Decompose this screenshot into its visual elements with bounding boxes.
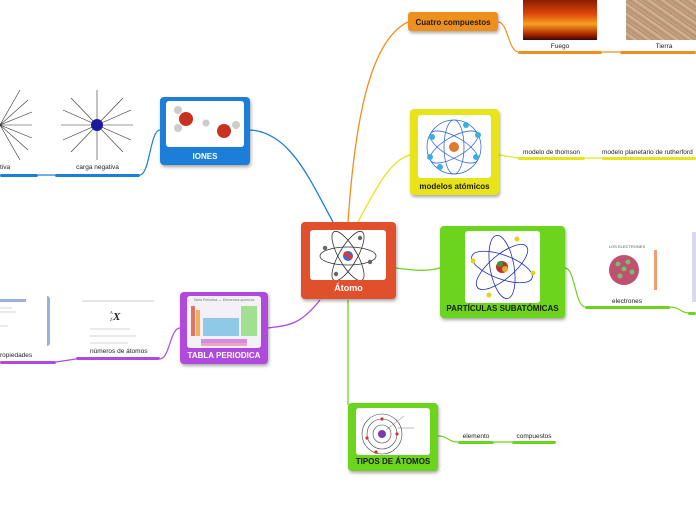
subtopic-propiedades[interactable]: ropiedades [0,352,33,359]
electrons-image-caption: LOS ELECTRONES [608,244,646,249]
subtopic-underline [0,174,38,177]
subtopic-underline [602,157,696,160]
topic-tabla-periodica[interactable]: Tabla Periódica — Elementos químicos TAB… [180,292,268,364]
svg-text:Z: Z [110,317,113,322]
periodic-table-image: Tabla Periódica — Elementos químicos [187,296,261,348]
atomic-number-image: X A Z [80,296,158,346]
subtopic-carga-positiva[interactable]: tiva [0,164,11,171]
partial-image [692,232,696,302]
earth-image [626,0,696,40]
topic-title: modelos atómicos [419,182,490,191]
periodic-table-caption: Tabla Periódica — Elementos químicos [193,298,255,302]
topic-title: TABLA PERIODICA [187,351,261,360]
topic-iones[interactable]: IONES [160,97,250,165]
topic-modelos-atomicos[interactable]: modelos atómicos [410,109,499,195]
electrons-image: LOS ELECTRONES [594,240,660,296]
subatomic-image [465,231,540,303]
atom-image [310,230,386,280]
subtopic-underline [55,174,140,177]
subtopic-tierra[interactable]: Tierra [655,43,673,50]
topic-particulas-subatomicas[interactable]: PARTÍCULAS SUBATÓMICAS [440,226,565,318]
subtopic-modelo-rutherford[interactable]: modelo planetario de rutherford [602,149,693,156]
fire-image [523,0,597,40]
subtopic-compuestos[interactable]: compuestos [516,433,552,440]
subtopic-underline [76,357,160,360]
subtopic-underline [688,312,696,315]
subtopic-underline [0,361,56,364]
central-topic-title: Átomo [334,283,363,293]
subtopic-underline [585,306,670,309]
atom-model-image [418,115,491,178]
topic-title: TIPOS DE ÁTOMOS [355,457,431,466]
central-topic-atomo[interactable]: Átomo [301,222,396,299]
svg-text:A: A [110,310,113,315]
subtopic-carga-negativa[interactable]: carga negativa [76,164,119,171]
negative-charge-image [57,88,137,162]
subtopic-numeros-de-atomos[interactable]: números de átomos [90,348,148,355]
subtopic-fuego[interactable]: Fuego [550,43,570,50]
svg-text:X: X [112,311,121,323]
molecule-image [166,101,244,147]
topic-tipos-de-atomos[interactable]: TIPOS DE ÁTOMOS [348,403,438,471]
topic-title: Cuatro compuestos [415,18,491,27]
topic-title: IONES [192,152,218,161]
subtopic-underline [518,51,602,54]
properties-image [0,296,50,346]
positive-charge-image [0,88,34,162]
subtopic-underline [458,441,494,444]
subtopic-underline [518,157,585,160]
topic-title: PARTÍCULAS SUBATÓMICAS [446,304,559,313]
subtopic-modelo-thomson[interactable]: modelo de thomson [522,149,581,156]
topic-cuatro-compuestos[interactable]: Cuatro compuestos [408,12,498,31]
subtopic-underline [620,51,696,54]
atom-types-image [356,408,430,455]
subtopic-underline [512,441,556,444]
subtopic-electrones[interactable]: electrones [612,298,642,305]
subtopic-elemento[interactable]: elemento [462,433,490,440]
